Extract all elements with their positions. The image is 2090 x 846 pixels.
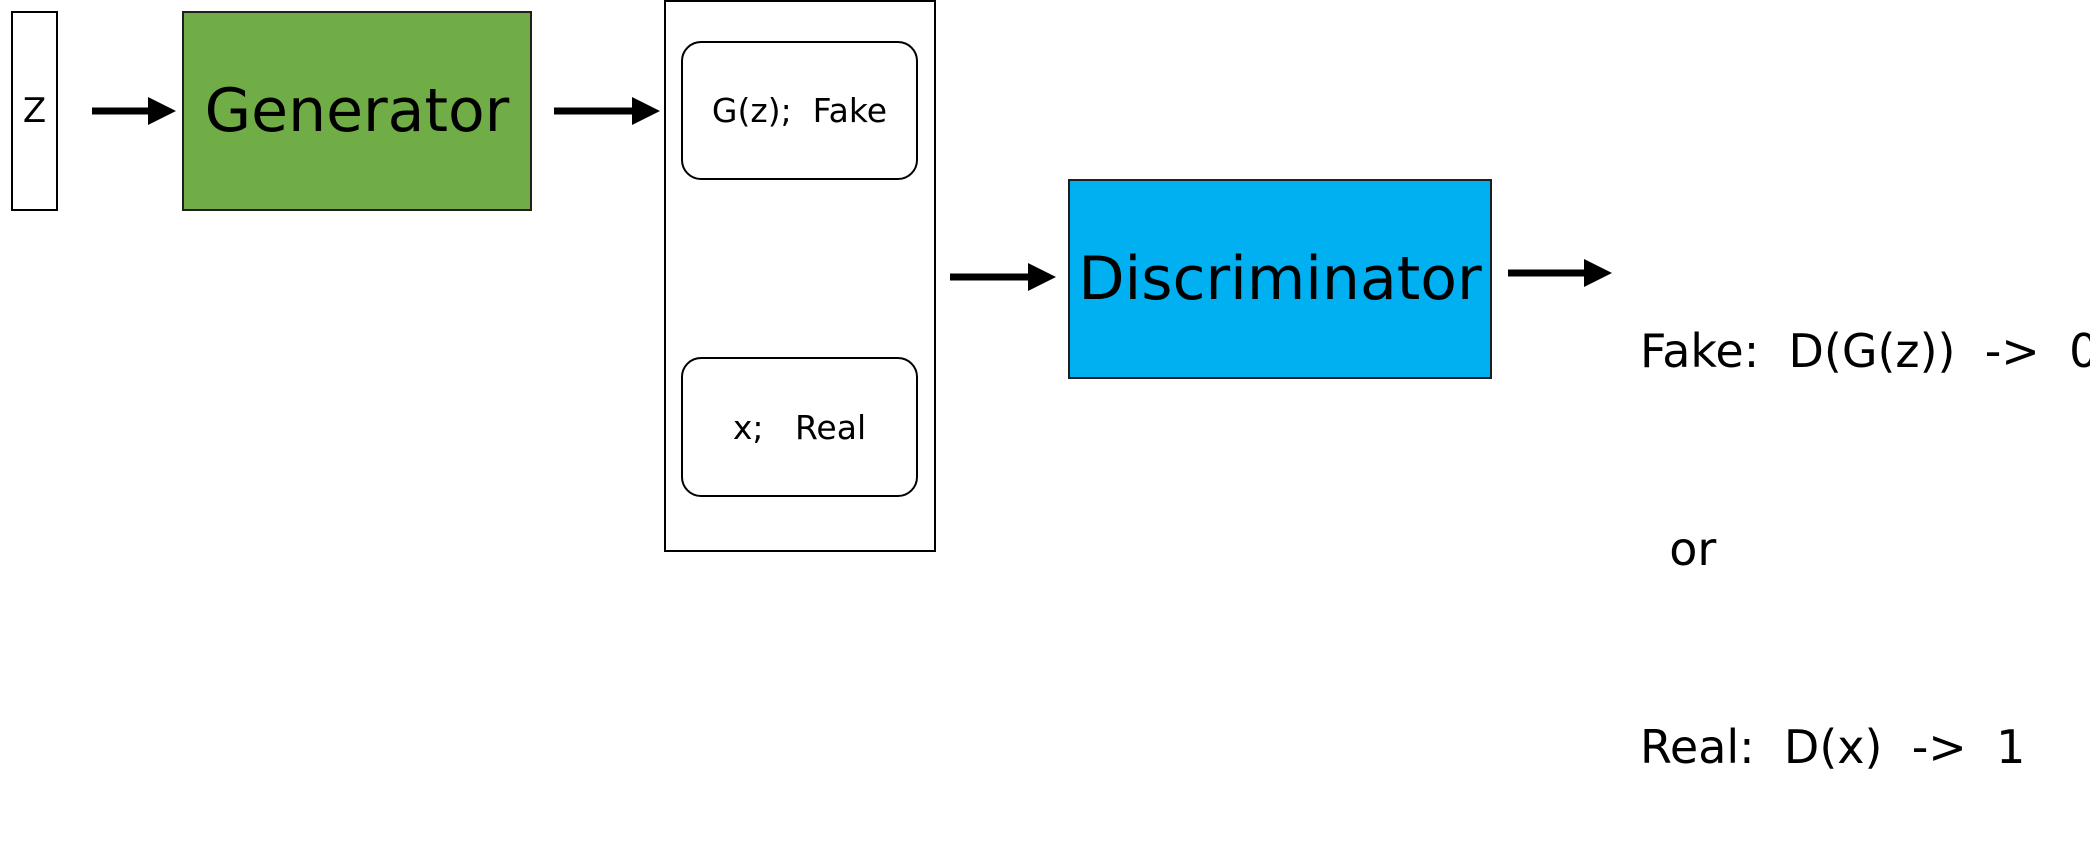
arrow-generator-to-samples (554, 97, 660, 125)
arrow-discriminator-to-output (1508, 259, 1612, 287)
fake-sample-label: G(z); Fake (711, 91, 888, 130)
generator-label: Generator (204, 76, 510, 146)
latent-z-label: Z (22, 91, 47, 131)
arrow-samples-to-discriminator (950, 263, 1056, 291)
real-sample-box: x; Real (681, 357, 918, 497)
real-sample-label: x; Real (732, 407, 867, 447)
discriminator-box: Discriminator (1068, 179, 1492, 379)
output-line-or: or (1640, 522, 1717, 576)
discriminator-label: Discriminator (1078, 244, 1482, 314)
output-text: Fake: D(G(z)) -> 0 or Real: D(x) -> 1 (1640, 186, 2090, 846)
generator-box: Generator (182, 11, 532, 211)
fake-sample-box: G(z); Fake (681, 41, 918, 180)
output-line-real: Real: D(x) -> 1 (1640, 720, 2026, 774)
arrow-z-to-generator (92, 97, 176, 125)
arrows-layer (92, 97, 1612, 291)
latent-z-box: Z (11, 11, 58, 211)
output-line-fake: Fake: D(G(z)) -> 0 (1640, 324, 2090, 378)
